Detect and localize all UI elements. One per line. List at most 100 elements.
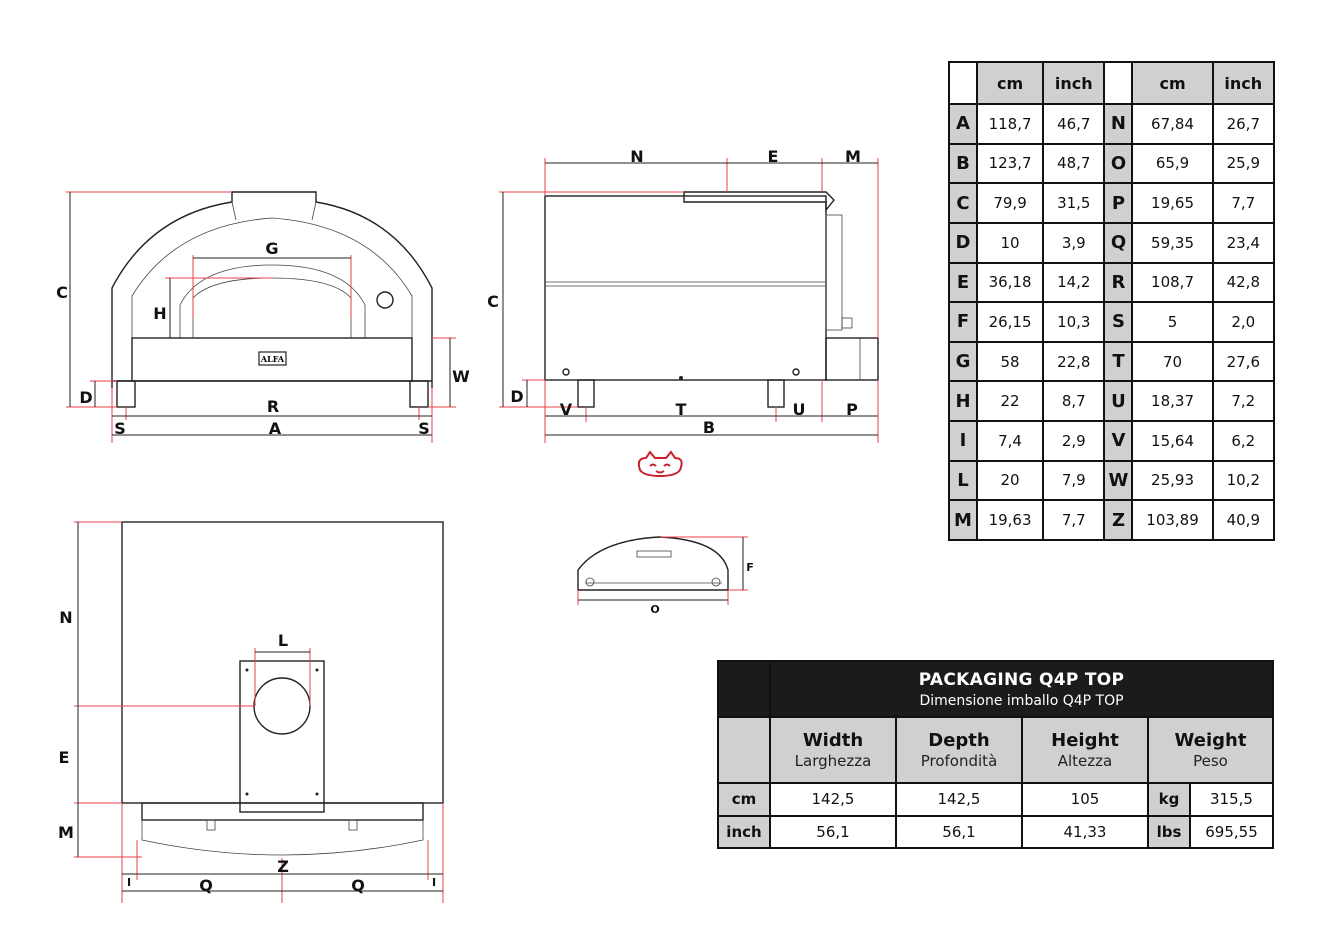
value-inch: 10,3 — [1042, 301, 1106, 343]
value-inch: 31,5 — [1042, 182, 1106, 224]
value-inch: 2,9 — [1042, 420, 1106, 462]
value-inch: 10,2 — [1211, 459, 1276, 502]
dim-label-c: C — [487, 292, 499, 311]
value-cm: 5 — [1131, 301, 1214, 343]
dim-label-d: D — [79, 388, 92, 407]
value-cm: 20 — [975, 459, 1045, 502]
dimension-letter: E — [948, 261, 978, 304]
dim-label-m: M — [845, 147, 861, 166]
packaging-subtitle: Dimensione imballo Q4P TOP — [919, 692, 1124, 709]
value-inch: 25,9 — [1211, 142, 1276, 185]
value-cm: 19,63 — [975, 499, 1045, 541]
oven-mouth — [192, 277, 352, 338]
front-view: ALFA C D H G W R A S S — [56, 191, 470, 443]
dim-label-p: P — [846, 400, 858, 419]
dimension-letter: U — [1103, 380, 1134, 422]
dim-label-c: C — [56, 283, 68, 302]
leg — [409, 380, 429, 408]
dimension-letter: H — [948, 380, 978, 422]
oven-body-side — [544, 195, 827, 381]
dimension-letter: M — [948, 499, 978, 541]
dim-label-s: S — [418, 419, 430, 438]
dim-label-a: A — [269, 419, 282, 438]
value-cm: 36,18 — [975, 261, 1045, 304]
leg — [767, 379, 785, 408]
dimension-letter: T — [1103, 340, 1134, 383]
value-cm: 118,7 — [975, 103, 1045, 145]
dim-label-l: L — [278, 631, 288, 650]
dimension-letter: A — [948, 103, 978, 145]
value-cm: 10 — [975, 221, 1045, 264]
dim-label-w: W — [452, 367, 470, 386]
alfa-logo-text: ALFA — [260, 354, 285, 364]
value-inch: 26,7 — [1211, 103, 1276, 145]
dimension-letter: I — [948, 420, 978, 462]
col-inch: inch — [1211, 61, 1276, 105]
leg — [116, 380, 136, 408]
value-cm: 19,65 — [1131, 182, 1214, 224]
thermometer-icon — [376, 291, 394, 309]
dimension-letter: F — [948, 301, 978, 343]
packaging-table: PACKAGING Q4P TOP Dimensione imballo Q4P… — [717, 660, 1274, 849]
value-inch: 8,7 — [1042, 380, 1106, 422]
value-cm: 7,4 — [975, 420, 1045, 462]
dim-label-u: U — [793, 400, 806, 419]
value-cm: 15,64 — [1131, 420, 1214, 462]
dimension-letter: S — [1103, 301, 1134, 343]
dimension-letter: O — [1103, 142, 1134, 185]
value-cm: 108,7 — [1131, 261, 1214, 304]
dimension-letter: N — [1103, 103, 1134, 145]
top-view: N E M L Z Q Q I I — [58, 521, 444, 903]
chimney-base — [231, 201, 317, 221]
dim-label-n: N — [630, 147, 643, 166]
value-inch: 7,9 — [1042, 459, 1106, 502]
dimension-letter: R — [1103, 261, 1134, 304]
value-cm: 25,93 — [1131, 459, 1214, 502]
dim-label-i: I — [127, 876, 131, 889]
table-row: cm 142,5 142,5 105 kg 315,5 — [717, 782, 1274, 817]
dim-label-s: S — [114, 419, 126, 438]
value-cm: 103,89 — [1131, 499, 1214, 541]
dimension-letter: B — [948, 142, 978, 185]
dim-label-d: D — [510, 387, 523, 406]
value-inch: 46,7 — [1042, 103, 1106, 145]
dimension-letter: D — [948, 221, 978, 264]
dim-label-v: V — [560, 400, 573, 419]
flue-opening — [253, 677, 311, 735]
dim-label-h: H — [153, 304, 166, 323]
value-cm: 123,7 — [975, 142, 1045, 185]
top-plate — [683, 191, 835, 212]
dimension-letter: W — [1103, 459, 1134, 502]
value-inch: 2,0 — [1211, 301, 1276, 343]
door-view: F O — [577, 536, 754, 616]
dim-label-e: E — [768, 147, 779, 166]
value-inch: 3,9 — [1042, 221, 1106, 264]
packaging-title: PACKAGING Q4P TOP — [918, 669, 1125, 690]
value-cm: 26,15 — [975, 301, 1045, 343]
alfa-logo — [258, 351, 287, 366]
table-row: inch 56,1 56,1 41,33 lbs 695,55 — [717, 814, 1274, 849]
packaging-title-cell: PACKAGING Q4P TOP Dimensione imballo Q4P… — [769, 660, 1274, 718]
dim-label-g: G — [265, 239, 278, 258]
dimension-letter: G — [948, 340, 978, 383]
oven-door-frame — [179, 264, 366, 338]
dim-label-r: R — [267, 397, 279, 416]
dim-label-f: F — [746, 561, 754, 574]
oven-inner-shell — [131, 217, 413, 338]
value-cm: 18,37 — [1131, 380, 1214, 422]
value-cm: 67,84 — [1131, 103, 1214, 145]
value-inch: 7,7 — [1211, 182, 1276, 224]
value-inch: 6,2 — [1211, 420, 1276, 462]
dim-label-n: N — [59, 608, 72, 627]
dim-label-o: O — [650, 603, 659, 616]
